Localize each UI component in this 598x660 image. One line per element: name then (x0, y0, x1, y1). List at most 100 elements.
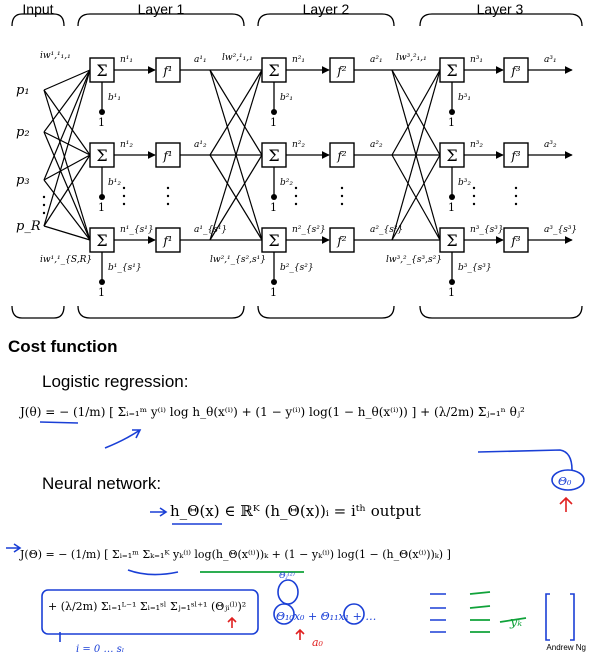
arrow-logistic (104, 429, 142, 449)
n-3-2: n³₂ (470, 140, 483, 150)
ink-sum-terms: Θ₁₀x₀ + Θ₁₁x₁ + … (276, 610, 376, 623)
hypothesis-equation: h_Θ(x) ∈ ℝᴷ (h_Θ(x))ᵢ = iᵗʰ output (170, 502, 421, 520)
input-p1: p₁ (16, 83, 30, 98)
weights-lw21-top: lw²,¹₁,₁ (222, 53, 253, 63)
underline-regularizer (477, 449, 573, 471)
bottom-braces (11, 305, 583, 319)
sum-2-1: Σ (268, 61, 279, 80)
logistic-equation: J(θ) = − (1/m) [ Σᵢ₌₁ᵐ y⁽ⁱ⁾ log h_θ(x⁽ⁱ⁾… (20, 405, 525, 419)
weights-lw32-bottom: lw³,²_{s³,s²} (386, 255, 442, 265)
circle-theta-10 (273, 603, 295, 625)
n-3-1: n³₁ (470, 55, 483, 65)
b-2-1: b²₁ (280, 93, 293, 103)
weights-lw21-bottom: lw²,¹_{s²,s¹} (210, 255, 266, 265)
underline-j-theta (39, 421, 79, 424)
bias-one-1-3: 1 (98, 286, 105, 299)
a-2-1: a²₁ (370, 55, 383, 65)
sum-3-2: Σ (446, 146, 457, 165)
logistic-label: Logistic regression: (42, 372, 189, 391)
sum-3-1: Σ (446, 61, 457, 80)
layer2-layer3-connections (354, 69, 441, 241)
ink-yk: yₖ (509, 615, 522, 630)
a-3-3: a³_{s³} (544, 225, 577, 235)
regularization-term: + (λ/2m) Σₗ₌₁ᴸ⁻¹ Σᵢ₌₁ˢˡ Σⱼ₌₁ˢˡ⁺¹ (Θⱼᵢ⁽ˡ⁾… (48, 600, 247, 613)
top-braces (11, 13, 583, 27)
ink-theta-j: Θⱼ⁽²⁾ (279, 571, 295, 580)
neural-label: Neural network: (42, 474, 162, 493)
a-3-2: a³₂ (544, 140, 557, 150)
input-p3: p₃ (16, 173, 30, 188)
sum-2-2: Σ (268, 146, 279, 165)
bias-one-3-3: 1 (448, 286, 455, 299)
ink-i-range: i = 0 … sₗ (76, 644, 124, 655)
n-1-3: n¹_{s¹} (120, 225, 154, 235)
b-2-3: b²_{s²} (280, 263, 314, 273)
n-1-1: n¹₁ (120, 55, 133, 65)
ink-neurons (430, 593, 446, 633)
weights-iw-top: iw¹,¹₁,₁ (40, 51, 71, 61)
green-arrows (469, 591, 527, 633)
ink-yk-bracket (545, 593, 575, 641)
layer1-neurons: Σ Σ Σ f¹ f¹ f¹ 1 1 1 b¹₁ b¹₂ b¹_{s¹} n¹₁… (89, 55, 227, 299)
act-3-2: f³ (510, 149, 520, 163)
circle-theta-j (277, 579, 299, 605)
arrow-hypothesis (150, 507, 168, 517)
input-dots (42, 195, 46, 215)
layer-title-3: Layer 3 (477, 1, 524, 17)
a-1-3: a¹_{s¹} (194, 225, 227, 235)
layer1-layer2-connections (180, 69, 263, 241)
arrow-cost (6, 543, 22, 553)
act-2-3: f² (336, 234, 346, 248)
neural-cost-equation: J(Θ) = − (1/m) [ Σᵢ₌₁ᵐ Σₖ₌₁ᴷ yₖ⁽ⁱ⁾ log(h… (20, 548, 451, 561)
input-p2: p₂ (16, 125, 30, 140)
red-arrow-theta-ji (227, 616, 237, 628)
layer2-neurons: Σ Σ Σ f² f² f² 1 1 1 b²₁ b²₂ b²_{s²} n²₁… (261, 55, 403, 299)
act-1-3: f¹ (162, 234, 172, 248)
sum-2-3: Σ (268, 231, 279, 250)
layer-title-2: Layer 2 (303, 1, 350, 17)
b-3-2: b³₂ (458, 178, 471, 188)
neural-network-diagram: Input Layer 1 Layer 2 Layer 3 p₁ p₂ p₃ p… (11, 1, 583, 319)
input-connections (43, 69, 91, 241)
bias-one-1-1: 1 (98, 116, 105, 129)
bias-one-2-3: 1 (270, 286, 277, 299)
credit: Andrew Ng (546, 643, 586, 652)
red-arrow-a0 (295, 628, 305, 640)
act-2-1: f² (336, 64, 346, 78)
n-2-3: n²_{s²} (292, 225, 326, 235)
bias-one-3-1: 1 (448, 116, 455, 129)
sum-1-2: Σ (96, 146, 107, 165)
act-1-2: f¹ (162, 149, 172, 163)
b-3-1: b³₁ (458, 93, 471, 103)
input-pR: p_R (16, 219, 41, 234)
n-2-2: n²₂ (292, 140, 305, 150)
sum-1-3: Σ (96, 231, 107, 250)
act-3-3: f³ (510, 234, 520, 248)
act-2-2: f² (336, 149, 346, 163)
weights-lw32-top: lw³,²₁,₁ (396, 53, 427, 63)
b-1-2: b¹₂ (108, 178, 121, 188)
act-3-1: f³ (510, 64, 520, 78)
b-1-3: b¹_{s¹} (108, 263, 142, 273)
layer-title-1: Layer 1 (138, 1, 185, 17)
a-2-3: a²_{s²} (370, 225, 403, 235)
a-1-1: a¹₁ (194, 55, 207, 65)
n-3-3: n³_{s³} (470, 225, 504, 235)
sum-3-3: Σ (446, 231, 457, 250)
bias-one-3-2: 1 (448, 201, 455, 214)
b-3-3: b³_{s³} (458, 263, 492, 273)
a-2-2: a²₂ (370, 140, 383, 150)
layer3-neurons: Σ Σ Σ f³ f³ f³ 1 1 1 b³₁ b³₂ b³_{s³} n³₁… (439, 55, 577, 299)
bias-one-2-1: 1 (270, 116, 277, 129)
ink-theta0: Θ₀ (558, 475, 572, 488)
circle-theta-11 (343, 603, 365, 625)
n-2-1: n²₁ (292, 55, 305, 65)
bias-one-1-2: 1 (98, 201, 105, 214)
n-1-2: n¹₂ (120, 140, 133, 150)
sum-1-1: Σ (96, 61, 107, 80)
layer-title-input: Input (22, 1, 53, 17)
red-arrow-theta0 (559, 496, 573, 512)
box-regularization (41, 589, 259, 635)
bias-one-2-2: 1 (270, 201, 277, 214)
